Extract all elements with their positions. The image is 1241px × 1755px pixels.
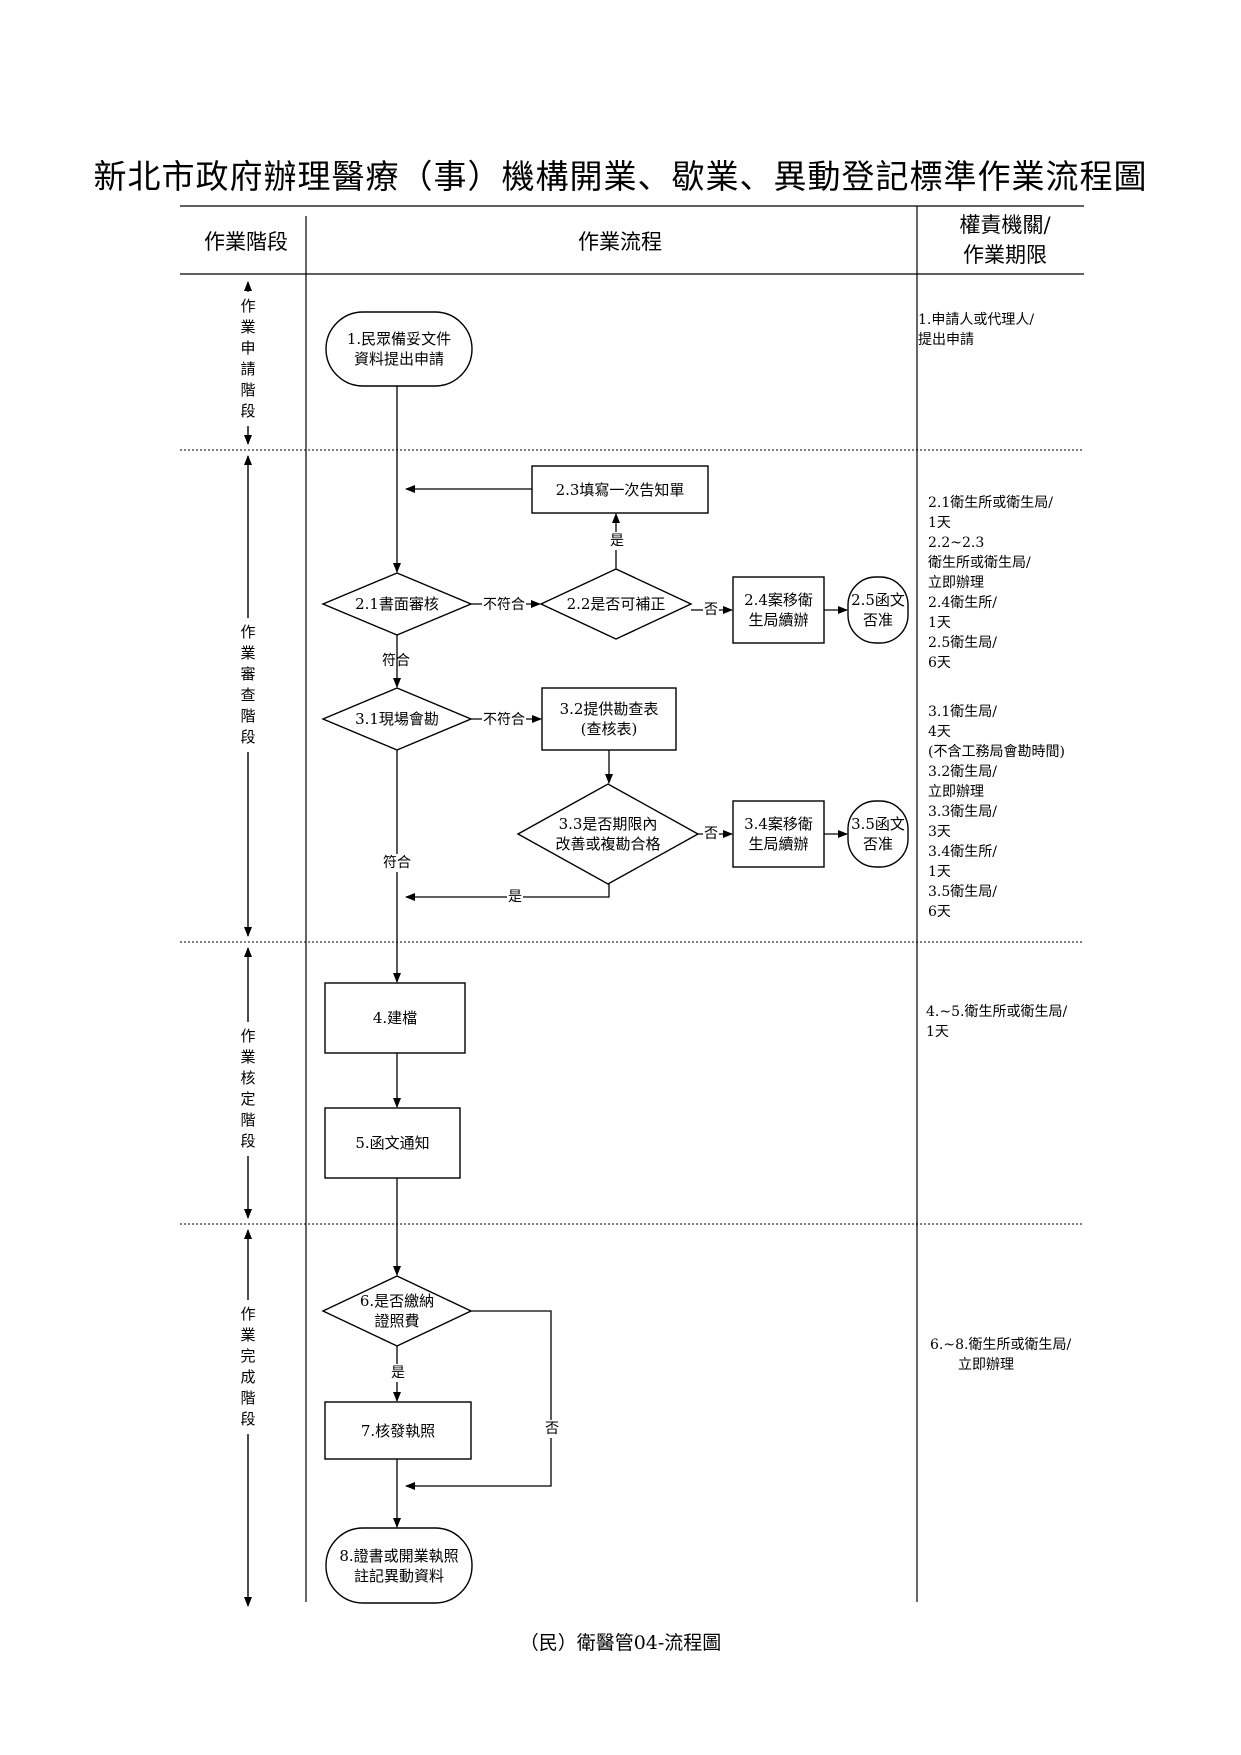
connectors — [393, 386, 848, 1528]
node-3-1-site-inspection: 3.1現場會勘 — [355, 710, 439, 728]
label-pass-3-1: 符合 — [382, 854, 412, 872]
shape-n5 — [324, 1107, 461, 1179]
shape-n34 — [732, 800, 825, 868]
node-6-fee-payment: 6.是否繳納證照費 — [359, 1292, 435, 1330]
node-5-notification: 5.函文通知 — [355, 1134, 430, 1152]
header-authority: 權責機關/ 作業期限 — [930, 210, 1080, 270]
header-stage: 作業階段 — [204, 230, 288, 254]
shape-n4 — [324, 982, 466, 1054]
note-phase-complete: 6.~8.衛生所或衛生局/立即辦理 — [930, 1337, 1072, 1373]
node-2-3-notice-form: 2.3填寫一次告知單 — [555, 480, 685, 499]
shape-n23 — [531, 465, 709, 514]
page-footer: （民）衛醫管04-流程圖 — [519, 1632, 722, 1654]
node-2-5-rejection: 2.5函文否准 — [851, 591, 905, 629]
table-frame — [180, 205, 1084, 1602]
label-yes-3-3: 是 — [507, 888, 523, 906]
label-yes-6: 是 — [390, 1364, 406, 1382]
label-pass-2-1: 符合 — [382, 653, 410, 669]
note-phase-approve: 4.~5.衛生所或衛生局/1天 — [926, 1004, 1068, 1040]
node-8-record-update: 8.證書或開業執照註記異動資料 — [339, 1546, 459, 1585]
page-title: 新北市政府辦理醫療（事）機構開業、歇業、異動登記標準作業流程圖 — [93, 157, 1148, 196]
shape-n25 — [847, 576, 909, 644]
node-1-application: 1.民眾備妥文件資料提出申請 — [346, 330, 452, 368]
node-2-2-correctable: 2.2是否可補正 — [566, 595, 666, 613]
label-no-2-2: 否 — [703, 601, 719, 619]
label-fail-2-1: 不符合 — [482, 596, 526, 614]
node-3-3-improvement-check: 3.3是否期限內改善或複勘合格 — [555, 815, 661, 853]
phase-label-apply: 作業申請階段 — [236, 292, 260, 426]
shape-n32 — [541, 687, 677, 751]
label-fail-3-1: 不符合 — [482, 711, 526, 729]
label-no-6: 否 — [544, 1420, 560, 1438]
shape-n22 — [539, 568, 693, 640]
shape-n1 — [325, 311, 473, 387]
shape-n8 — [325, 1527, 473, 1604]
node-shapes — [321, 311, 909, 1604]
label-yes-2-2: 是 — [609, 532, 625, 550]
shape-n35 — [847, 800, 909, 868]
shape-n7 — [324, 1401, 472, 1460]
note-phase-apply: 1.申請人或代理人/提出申請 — [918, 312, 1035, 348]
header-flow: 作業流程 — [578, 230, 662, 254]
header-authority-line2: 作業期限 — [963, 243, 1047, 267]
node-3-2-checklist: 3.2提供勘查表(查核表) — [559, 700, 659, 738]
node-2-1-document-review: 2.1書面審核 — [355, 595, 439, 613]
header-authority-line1: 權責機關/ — [959, 213, 1051, 237]
phase-label-complete: 作業完成階段 — [236, 1300, 260, 1434]
node-2-4-transfer: 2.4案移衛生局續辦 — [744, 591, 813, 629]
node-4-file-creation: 4.建檔 — [372, 1009, 418, 1027]
node-3-4-transfer: 3.4案移衛生局續辦 — [744, 815, 813, 853]
phase-label-approve: 作業核定階段 — [236, 1022, 260, 1156]
label-no-3-3: 否 — [703, 825, 719, 843]
shape-n24 — [732, 576, 825, 644]
node-7-issue-license: 7.核發執照 — [360, 1421, 436, 1440]
phase-label-review: 作業審查階段 — [236, 618, 260, 752]
node-3-5-rejection: 3.5函文否准 — [851, 815, 905, 853]
